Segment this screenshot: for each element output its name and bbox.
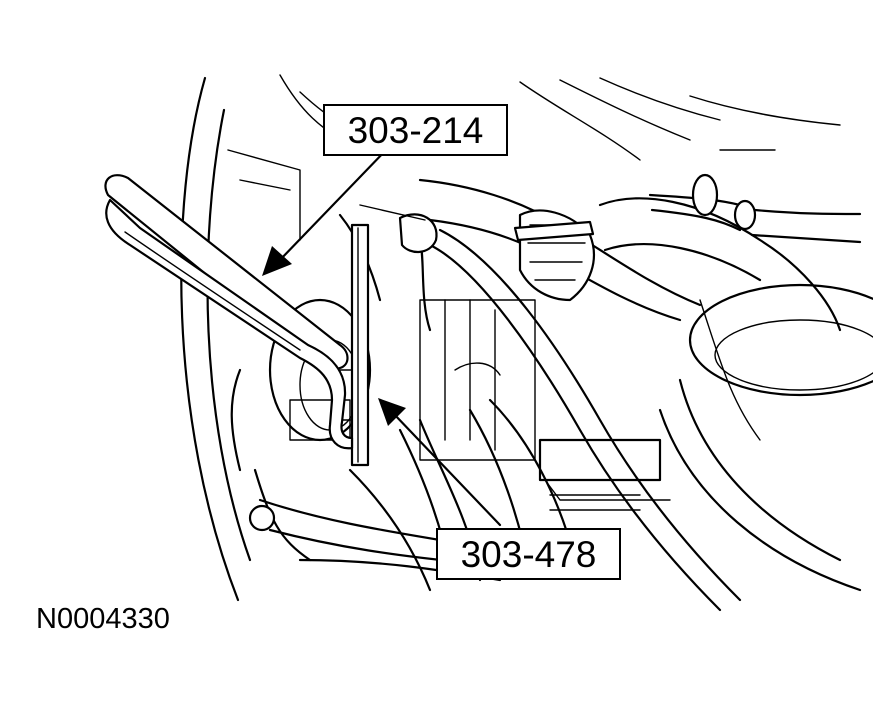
callout-label-303-478: 303-478 (460, 533, 597, 575)
air-filter-housing (688, 283, 873, 397)
leader-line-303-478 (391, 411, 502, 527)
fastener-knob (248, 504, 276, 532)
leader-line-303-214 (276, 146, 390, 264)
tool-303-478-bar (350, 223, 370, 467)
callout-303-478: 303-478 (436, 528, 621, 580)
arrowhead-303-478 (378, 398, 406, 426)
bracket-plate (538, 438, 662, 482)
callout-label-303-214: 303-214 (347, 109, 484, 151)
tool-303-214-handle (104, 174, 349, 371)
fender-arc-outer (180, 76, 240, 602)
callout-303-214: 303-214 (323, 104, 508, 156)
engine-block-section (419, 299, 536, 461)
wire-harness-b (438, 228, 742, 602)
fender-arc-inner (206, 108, 252, 562)
wire-harness-a (428, 243, 722, 612)
figure-identifier: N0004330 (36, 603, 170, 635)
sensor-connector (398, 213, 438, 253)
hose-clamp-tab (513, 220, 595, 242)
arrowhead-303-214 (262, 246, 292, 276)
